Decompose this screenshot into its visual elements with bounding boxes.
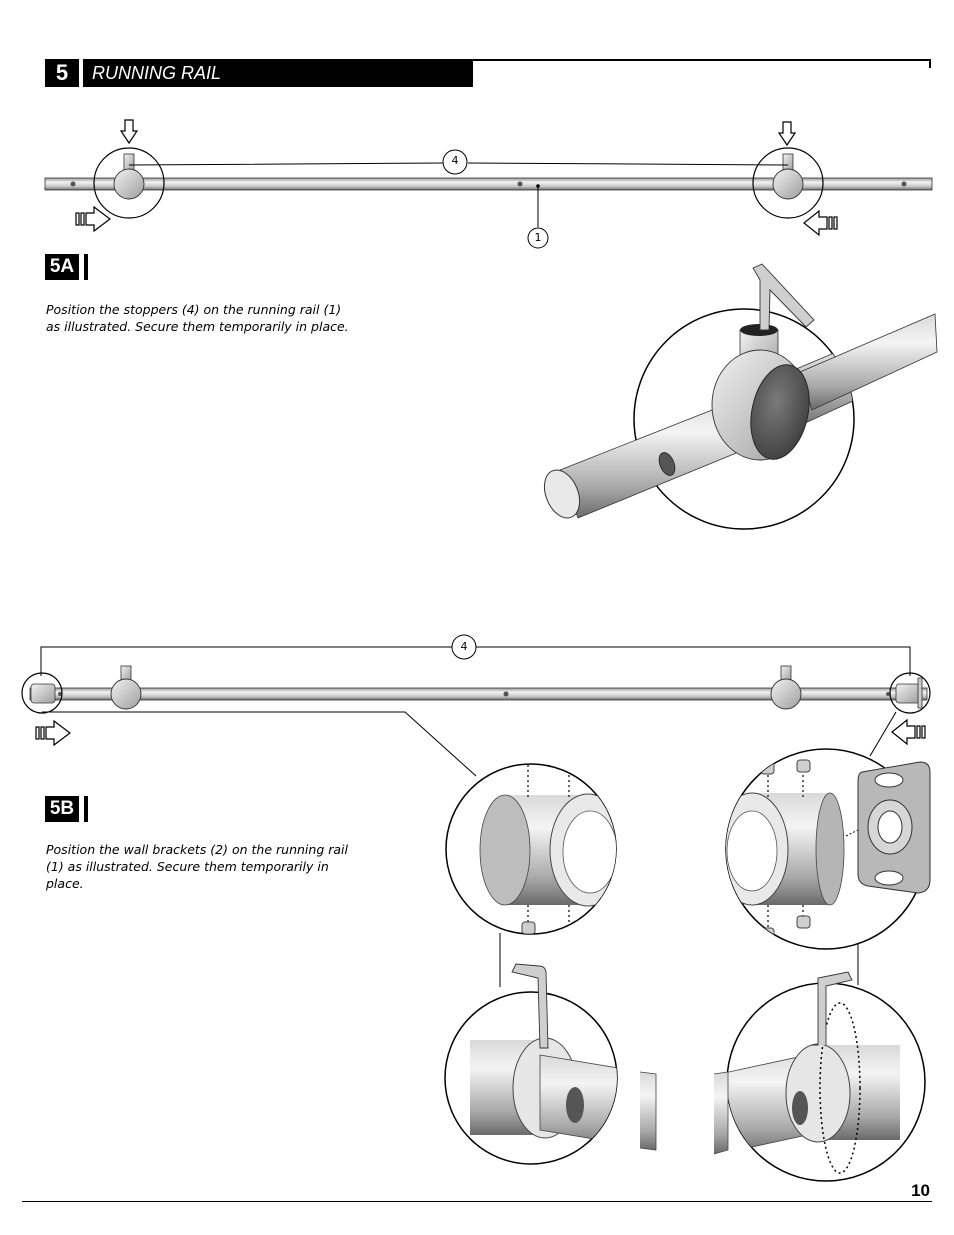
step-title: RUNNING RAIL [83, 59, 473, 87]
page-number: 10 [911, 1181, 930, 1200]
section-5a-tick [84, 254, 88, 280]
section-5a-label: 5A [45, 254, 79, 280]
callout-stopper-4b [451, 634, 477, 660]
step-number: 5 [45, 59, 79, 87]
section-5b-tick [84, 796, 88, 822]
header-rule-tick [929, 59, 931, 68]
rail-a-group [44, 119, 933, 237]
tighten-detail-left [444, 963, 657, 1165]
callout-stopper-4a [442, 149, 468, 175]
section-5b-label: 5B [45, 796, 79, 822]
bracket-detail-left [445, 763, 617, 935]
section-5a-instruction: Position the stoppers (4) on the running… [46, 302, 349, 334]
callout-stopper-4b-label: 4 [460, 640, 468, 653]
footer-rule [22, 1201, 932, 1202]
rail-b-group [21, 646, 931, 777]
section-5b-instruction: Position the wall brackets (2) on the ru… [46, 842, 348, 891]
stopper-detail [543, 263, 938, 530]
callout-rail-1-label: 1 [534, 231, 542, 244]
callout-stopper-4a-label: 4 [451, 154, 459, 167]
callout-rail-1 [527, 227, 549, 249]
bracket-detail-right [725, 748, 931, 950]
header-rule [473, 59, 931, 61]
tighten-detail-right [713, 971, 926, 1182]
